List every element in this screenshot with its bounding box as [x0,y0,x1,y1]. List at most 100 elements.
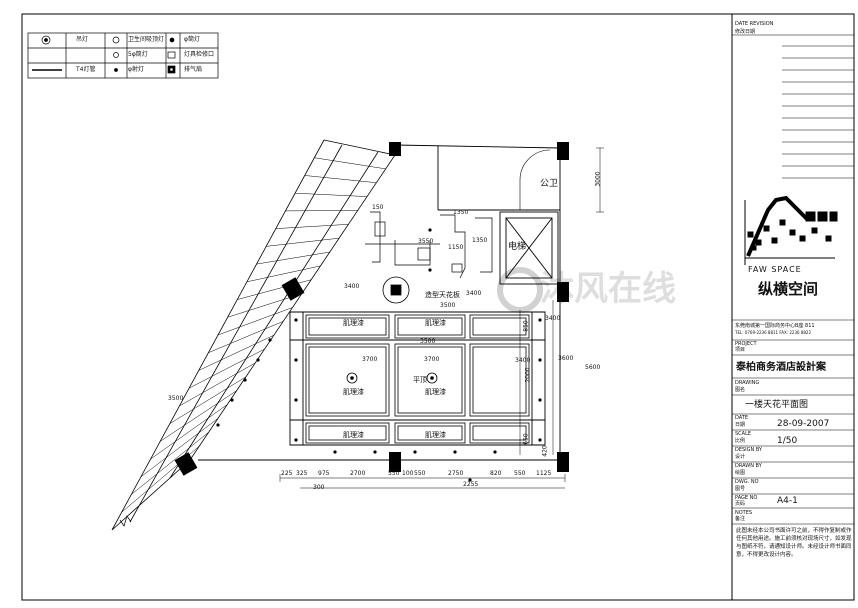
page-heading: PAGE NO [735,495,758,501]
drawn-subheading: 绘图 [735,470,746,476]
notes-subheading: 备注 [735,516,746,522]
drawing-subheading: 图名 [735,387,746,393]
scale-heading: SCALE [735,431,752,437]
dim-text: 420 [541,445,549,457]
company-name-en: FAW SPACE [748,265,802,274]
stair-tread [266,237,340,247]
dim-text: 3500 [168,395,184,402]
dim-text: 3500 [440,302,456,309]
toilet-label: 公卫 [540,179,559,189]
dim-text: 3500 [420,338,436,345]
downlight-icon [294,398,298,402]
dim-text: 3400 [545,315,561,322]
downlight-icon [428,268,432,272]
break-mark [119,515,132,527]
room-walls [198,144,561,461]
downlight-icon [453,450,457,454]
stair-tread [304,175,377,183]
dim-text: 150 [372,204,384,211]
company-name-cn: 纵横空间 [758,280,819,298]
dim-text-bottom: 2700 [350,470,366,477]
feature-ceiling-outline [365,211,493,279]
dim-text-bottom: 100 [402,470,414,477]
legend-t4-label: T4灯管 [76,66,96,73]
stair-tread [246,265,321,283]
muslin-label-bl: 肌理漆 [343,431,364,439]
downlight-markers [216,228,542,482]
stair-tread [179,362,256,407]
downlight-icon [243,378,247,382]
stair-tread [217,307,293,336]
dim-text: 3400 [344,283,360,290]
chandelier-icon [426,372,438,384]
date-subheading: 日期 [735,422,746,428]
legend-5-downlight-label: 5φ筒灯 [128,51,148,58]
column [389,142,401,156]
downlight-icon [493,450,497,454]
company-address: 东莞南城第一国际商务中心B座 811 [735,323,815,329]
downlight-icon [256,358,260,362]
legend-toilet-light-label: 卫生间吸顶灯 [128,36,165,43]
legend-pendant-label: 吊灯 [76,36,89,43]
elevator-label: 电梯 [508,242,527,252]
design-heading: DESIGN BY [735,447,763,453]
stair-tread [256,251,330,265]
muslin-label-tl: 肌理漆 [343,319,364,327]
project-subheading: 项目 [735,347,746,353]
notes-text: 此图未经本公司书面许可之前，不得作复制或作任何其他用途。施工前须核对现场尺寸，如… [736,528,852,558]
downlight-icon [268,338,272,342]
muslin-label-tr: 肌理漆 [425,319,446,327]
dwg-heading: DWG. NO [735,479,759,485]
stair-tread [208,321,284,353]
dim-text: 1350 [453,209,469,216]
downlight-icon [538,318,542,322]
downlight-icon [538,398,542,402]
dim-text: 5600 [585,364,601,371]
design-subheading: 设计 [735,454,746,460]
stair-tread [237,279,312,300]
dim-text: 3000 [594,171,602,187]
downlight-icon [373,450,377,454]
downlight-icon [216,423,220,427]
watermark-text: 沐风在线 [540,269,676,309]
date-heading: DATE [735,415,749,421]
sheet-border [21,13,855,601]
legend-exhaust-label: 排气扇 [184,66,203,73]
page-subheading: 页码 [735,501,746,507]
downlight-icon [230,398,234,402]
column [281,277,305,301]
column [389,452,401,472]
downlight-icon [428,228,432,232]
stair-tread [150,404,228,460]
muslin-label-br: 肌理漆 [425,431,446,439]
drawing-heading: DRAWING [735,380,760,386]
scale-value: 1/50 [777,436,798,446]
dim-text: 1150 [448,244,464,251]
dim-text-bottom: 550 [388,470,400,477]
dim-text-bottom: 2750 [448,470,464,477]
stair-tread [295,192,368,197]
date-value: 28-09-2007 [777,419,830,429]
dim-text-bottom: 325 [296,470,308,477]
chandelier-icon-center [350,376,354,380]
legend-spotlight-label: φ射灯 [128,66,144,73]
dim-text-bottom: 820 [490,470,502,477]
ceiling-panels [305,314,530,444]
chandelier [382,276,410,304]
dim-text: 2255 [463,481,479,488]
stair-tread [275,224,349,229]
dim-text: 1350 [472,237,488,244]
titleblock-lines [732,34,854,525]
feature-ceiling-dim: 3400 [466,290,482,297]
dim-text: 300 [313,484,325,491]
downlight-icon [538,438,542,442]
stair-tread [314,157,386,170]
column [557,142,569,160]
dim-text: 3700 [362,356,378,363]
stair-tread [198,335,274,371]
downlight-icon [413,450,417,454]
dim-text: 850 [522,320,530,332]
dim-text: 650 [522,433,530,445]
column [557,452,569,472]
